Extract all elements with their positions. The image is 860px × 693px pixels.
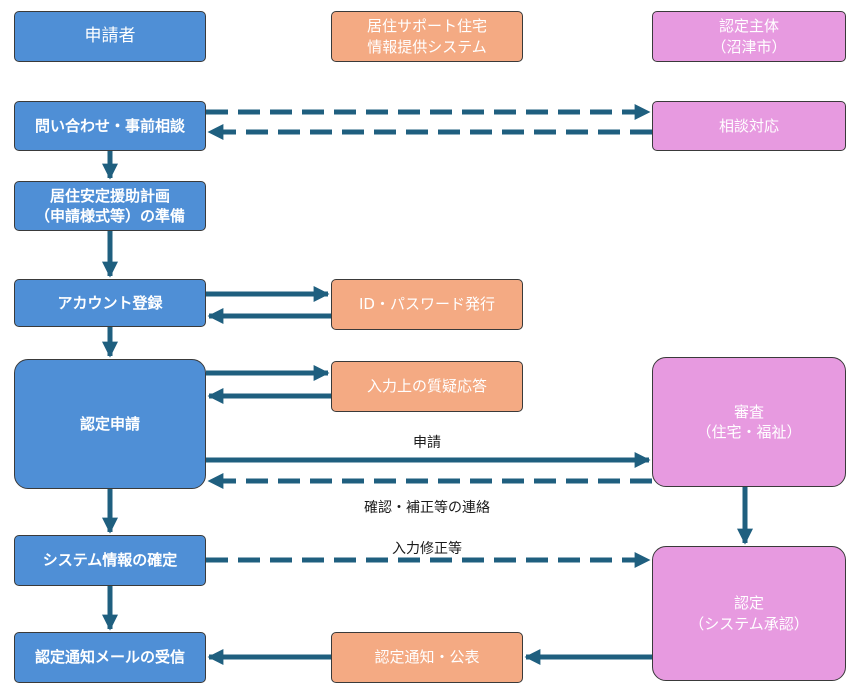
authority-header-line1: 認定主体 bbox=[718, 17, 779, 36]
account-step-label: アカウント登録 bbox=[57, 293, 163, 312]
authority-header-line2: （沼津市） bbox=[711, 37, 787, 56]
qa-action: 入力上の質疑応答 bbox=[331, 361, 523, 412]
id-issue-action: ID・パスワード発行 bbox=[331, 279, 523, 330]
certify-line1: 認定 bbox=[733, 594, 764, 613]
review-line2: （住宅・福祉） bbox=[696, 423, 802, 441]
authority-column-header: 認定主体 （沼津市） bbox=[652, 11, 846, 62]
account-step: アカウント登録 bbox=[14, 279, 206, 327]
consult-label: 相談対応 bbox=[718, 116, 779, 135]
applicant-column-header: 申請者 bbox=[14, 11, 206, 62]
certify-action: 認定 （システム承認） bbox=[652, 546, 846, 681]
receive-step: 認定通知メールの受信 bbox=[14, 632, 206, 683]
certify-line2: （システム承認） bbox=[689, 614, 809, 633]
id-issue-label: ID・パスワード発行 bbox=[359, 295, 495, 314]
plan-step-line2: （申請様式等）の準備 bbox=[34, 207, 185, 225]
consult-action: 相談対応 bbox=[652, 101, 846, 151]
input-fix-arrow-label: 入力修正等 bbox=[392, 541, 462, 557]
system-header-line1: 居住サポート住宅 bbox=[366, 17, 487, 36]
plan-step-line1: 居住安定援助計画 bbox=[49, 186, 170, 205]
qa-label: 入力上の質疑応答 bbox=[366, 377, 487, 396]
confirm-step: システム情報の確定 bbox=[14, 535, 206, 586]
inquiry-step-label: 問い合わせ・事前相談 bbox=[34, 116, 185, 135]
review-line1: 審査 bbox=[733, 402, 764, 421]
notify-label: 認定通知・公表 bbox=[374, 648, 480, 667]
applicant-header-text: 申請者 bbox=[84, 26, 136, 47]
inquiry-step: 問い合わせ・事前相談 bbox=[14, 101, 206, 151]
notify-action: 認定通知・公表 bbox=[331, 632, 523, 683]
system-column-header: 居住サポート住宅 情報提供システム bbox=[331, 11, 523, 62]
apply-step-label: 認定申請 bbox=[79, 414, 140, 433]
apply-arrow-label: 申請 bbox=[413, 435, 441, 451]
correction-arrow-label: 確認・補正等の連絡 bbox=[364, 500, 490, 516]
review-action: 審査 （住宅・福祉） bbox=[652, 357, 846, 487]
receive-step-label: 認定通知メールの受信 bbox=[34, 648, 185, 667]
plan-step: 居住安定援助計画 （申請様式等）の準備 bbox=[14, 181, 206, 231]
system-header-line2: 情報提供システム bbox=[367, 37, 487, 56]
apply-step: 認定申請 bbox=[14, 359, 206, 489]
confirm-step-label: システム情報の確定 bbox=[42, 551, 178, 570]
